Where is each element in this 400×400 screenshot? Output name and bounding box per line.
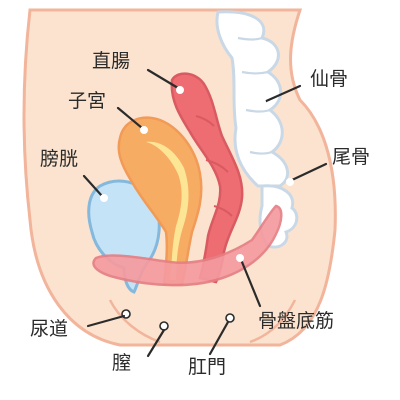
leader-sacrum	[262, 84, 302, 104]
rectum-folds	[195, 115, 233, 217]
leader-pelvic-floor	[240, 260, 262, 308]
pelvic-floor-muscle	[92, 204, 283, 287]
leader-vagina	[146, 328, 166, 358]
anus-opening	[225, 313, 235, 323]
label-vagina: 膣	[112, 352, 132, 374]
leader-coccyx-dot	[286, 178, 294, 186]
leader-urethra	[86, 314, 126, 328]
label-anus: 肛門	[188, 356, 227, 378]
uterus	[117, 116, 203, 286]
leader-sacrum-dot	[258, 98, 266, 106]
leader-uterus	[116, 106, 144, 130]
label-bladder: 膀胱	[40, 148, 79, 170]
label-coccyx: 尾骨	[332, 146, 371, 168]
leader-uterus-dot	[140, 126, 148, 134]
label-urethra: 尿道	[30, 318, 69, 340]
vagina-opening	[159, 321, 169, 331]
sacrum-bone	[215, 10, 289, 188]
leader-rectum-dot	[176, 86, 184, 94]
label-sacrum: 仙骨	[310, 68, 349, 90]
leader-rectum	[146, 68, 180, 90]
lower-body-outline	[108, 299, 297, 344]
leader-bladder	[82, 174, 104, 198]
label-rectum: 直腸	[92, 50, 131, 72]
label-pelvic-floor: 骨盤底筋	[258, 310, 335, 332]
uterus-inner	[146, 141, 189, 280]
label-uterus: 子宮	[68, 90, 107, 112]
leader-coccyx	[290, 162, 328, 182]
leader-anus	[208, 320, 230, 356]
leader-bladder-dot	[100, 194, 108, 202]
leader-pelvic-floor-dot	[236, 254, 244, 262]
sacrum-detail	[237, 36, 273, 155]
